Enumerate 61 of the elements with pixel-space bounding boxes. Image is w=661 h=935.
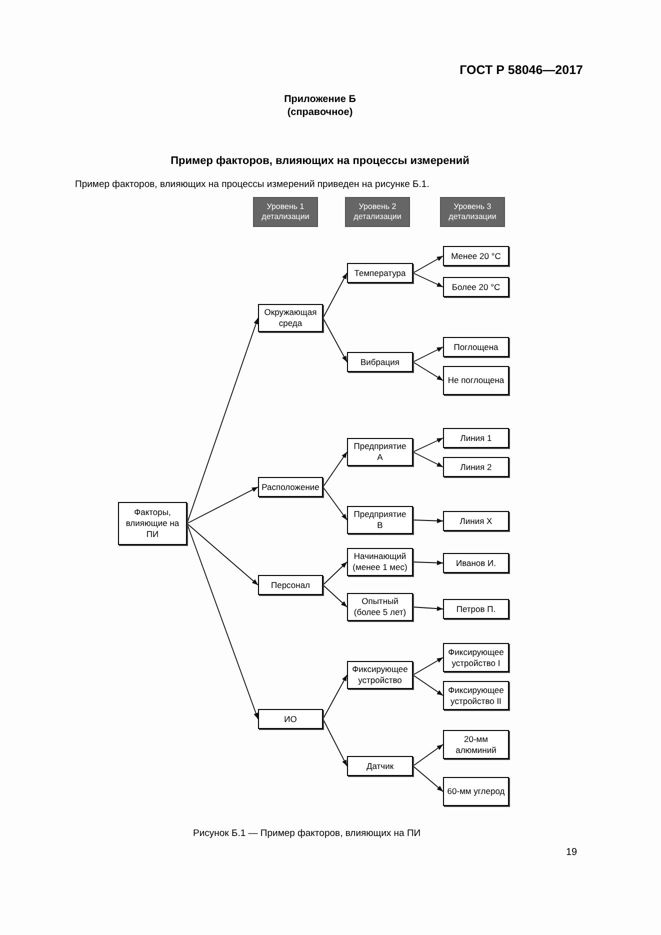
arrow	[412, 766, 444, 792]
arrow	[322, 452, 348, 488]
page-number: 19	[566, 846, 578, 860]
factor-box: Фиксирующее устройство I	[443, 643, 509, 672]
arrow	[322, 318, 348, 362]
factor-box: Персонал	[258, 575, 323, 595]
section-title: Пример факторов, влияющих на процессы измерений	[170, 154, 470, 169]
level-header: Уровень 1 детализации	[253, 197, 318, 227]
arrow	[412, 560, 444, 566]
arrow	[186, 523, 258, 720]
arrow	[412, 272, 444, 288]
arrow	[412, 438, 444, 452]
arrow	[186, 523, 258, 586]
factor-box: Факторы, влияющие на ПИ	[118, 502, 187, 545]
factor-box: Датчик	[347, 756, 413, 776]
arrow	[322, 486, 348, 520]
factor-box: Линия 2	[443, 457, 509, 477]
factor-box: Линия 1	[443, 428, 509, 448]
appendix-heading: Приложение Б	[283, 93, 357, 107]
factor-box: Линия Х	[443, 511, 509, 531]
arrow	[322, 584, 348, 608]
intro-sentence: Пример факторов, влияющих на процессы измерений приведен на рисунке Б.1.	[75, 178, 430, 192]
factor-box: Окружающая среда	[258, 304, 323, 332]
arrow	[322, 718, 348, 766]
factor-box: Фиксирующее устройство	[347, 661, 413, 689]
arrow	[322, 674, 348, 720]
arrow	[412, 744, 444, 766]
factor-box: Опытный (более 5 лет)	[347, 593, 413, 621]
factor-box: Расположение	[258, 477, 323, 497]
level-header: Уровень 2 детализации	[345, 197, 410, 227]
arrow	[322, 562, 348, 586]
factor-box: Предприятие В	[347, 506, 413, 534]
arrow	[412, 606, 444, 611]
figure-caption: Рисунок Б.1 — Пример факторов, влияющих на ПИ	[193, 827, 421, 841]
factor-box: Не поглощена	[443, 366, 509, 395]
factor-box: Фиксирующее устройство II	[443, 681, 509, 710]
factor-box: Начинающий (менее 1 мес)	[347, 548, 413, 576]
level-header: Уровень 3 детализации	[440, 197, 505, 227]
arrow	[186, 318, 258, 524]
arrow	[412, 362, 444, 381]
factor-box: ИО	[258, 709, 323, 729]
factor-box: Более 20 °С	[443, 277, 509, 297]
factor-box: Вибрация	[347, 352, 413, 372]
arrow	[412, 256, 444, 274]
factor-box: Менее 20 °С	[443, 246, 509, 266]
standard-number: ГОСТ Р 58046—2017	[460, 62, 583, 79]
factor-box: Поглощена	[443, 337, 509, 357]
arrow	[412, 452, 444, 468]
factor-box: 60-мм углерод	[443, 777, 509, 806]
arrow	[412, 346, 444, 362]
arrow	[412, 674, 444, 696]
arrow	[186, 486, 258, 524]
factor-box: Температура	[347, 263, 413, 283]
appendix-note: (справочное)	[286, 106, 354, 120]
factor-box: 20-мм алюминий	[443, 730, 509, 759]
factor-box: Петров П.	[443, 599, 509, 619]
arrow	[322, 272, 348, 318]
arrow	[412, 518, 444, 524]
factor-box: Предприятие А	[347, 438, 413, 466]
arrow	[412, 657, 444, 676]
factor-box: Иванов И.	[443, 553, 509, 573]
